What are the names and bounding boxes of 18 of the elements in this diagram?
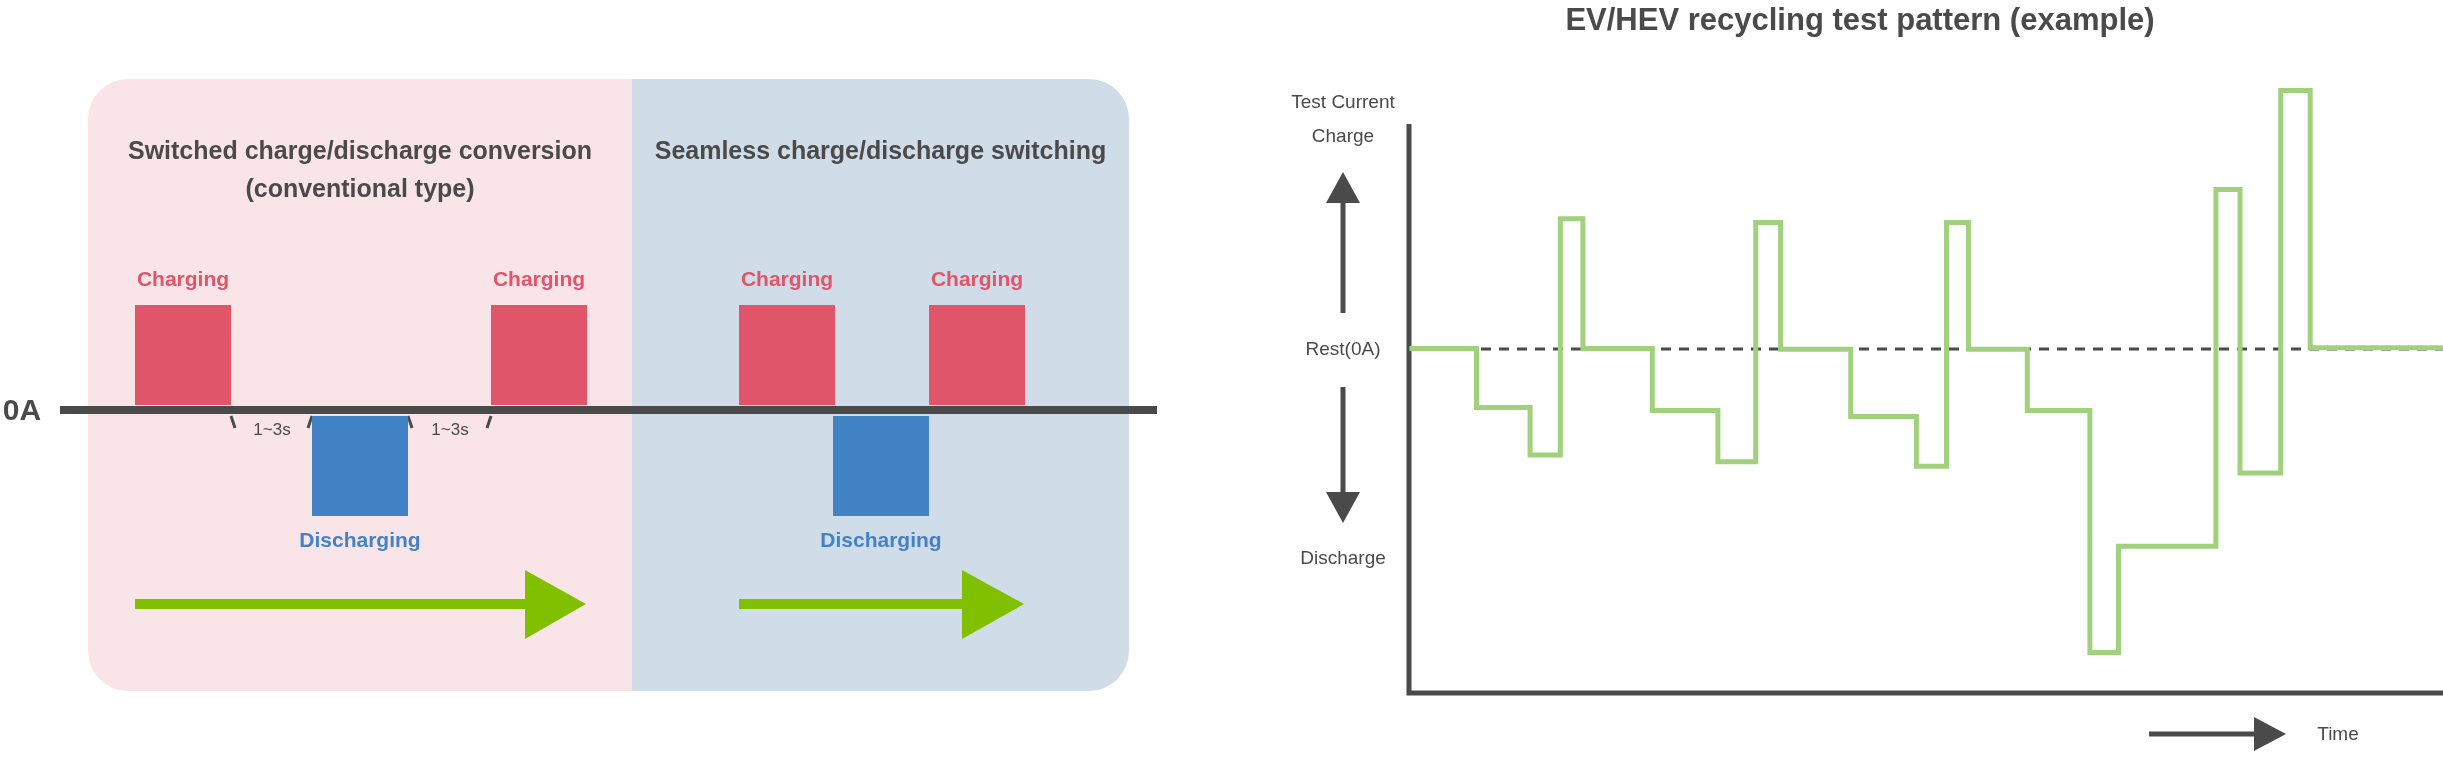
conventional-panel	[88, 79, 632, 691]
discharging-label: Discharging	[820, 527, 942, 553]
chart-title: EV/HEV recycling test pattern (example)	[1565, 2, 2155, 38]
panel-heading: Seamless charge/discharge switching	[653, 135, 1108, 166]
direction-label: Discharge	[1300, 547, 1386, 569]
interval-label: 1~3s	[431, 420, 469, 440]
seamless-panel	[632, 79, 1129, 691]
charging-label: Charging	[492, 266, 586, 292]
zero-current-label: 0A	[2, 393, 42, 427]
charging-label: Charging	[740, 266, 834, 292]
charging-label: Charging	[136, 266, 230, 292]
discharging-label: Discharging	[299, 527, 421, 553]
axis-label: Test Current	[1291, 91, 1395, 113]
panel-heading: Switched charge/discharge conversion (conventional type)	[126, 135, 593, 204]
axis-label: Time	[2317, 723, 2359, 745]
interval-label: 1~3s	[253, 420, 291, 440]
direction-label: Charge	[1311, 125, 1375, 147]
charging-label: Charging	[930, 266, 1024, 292]
